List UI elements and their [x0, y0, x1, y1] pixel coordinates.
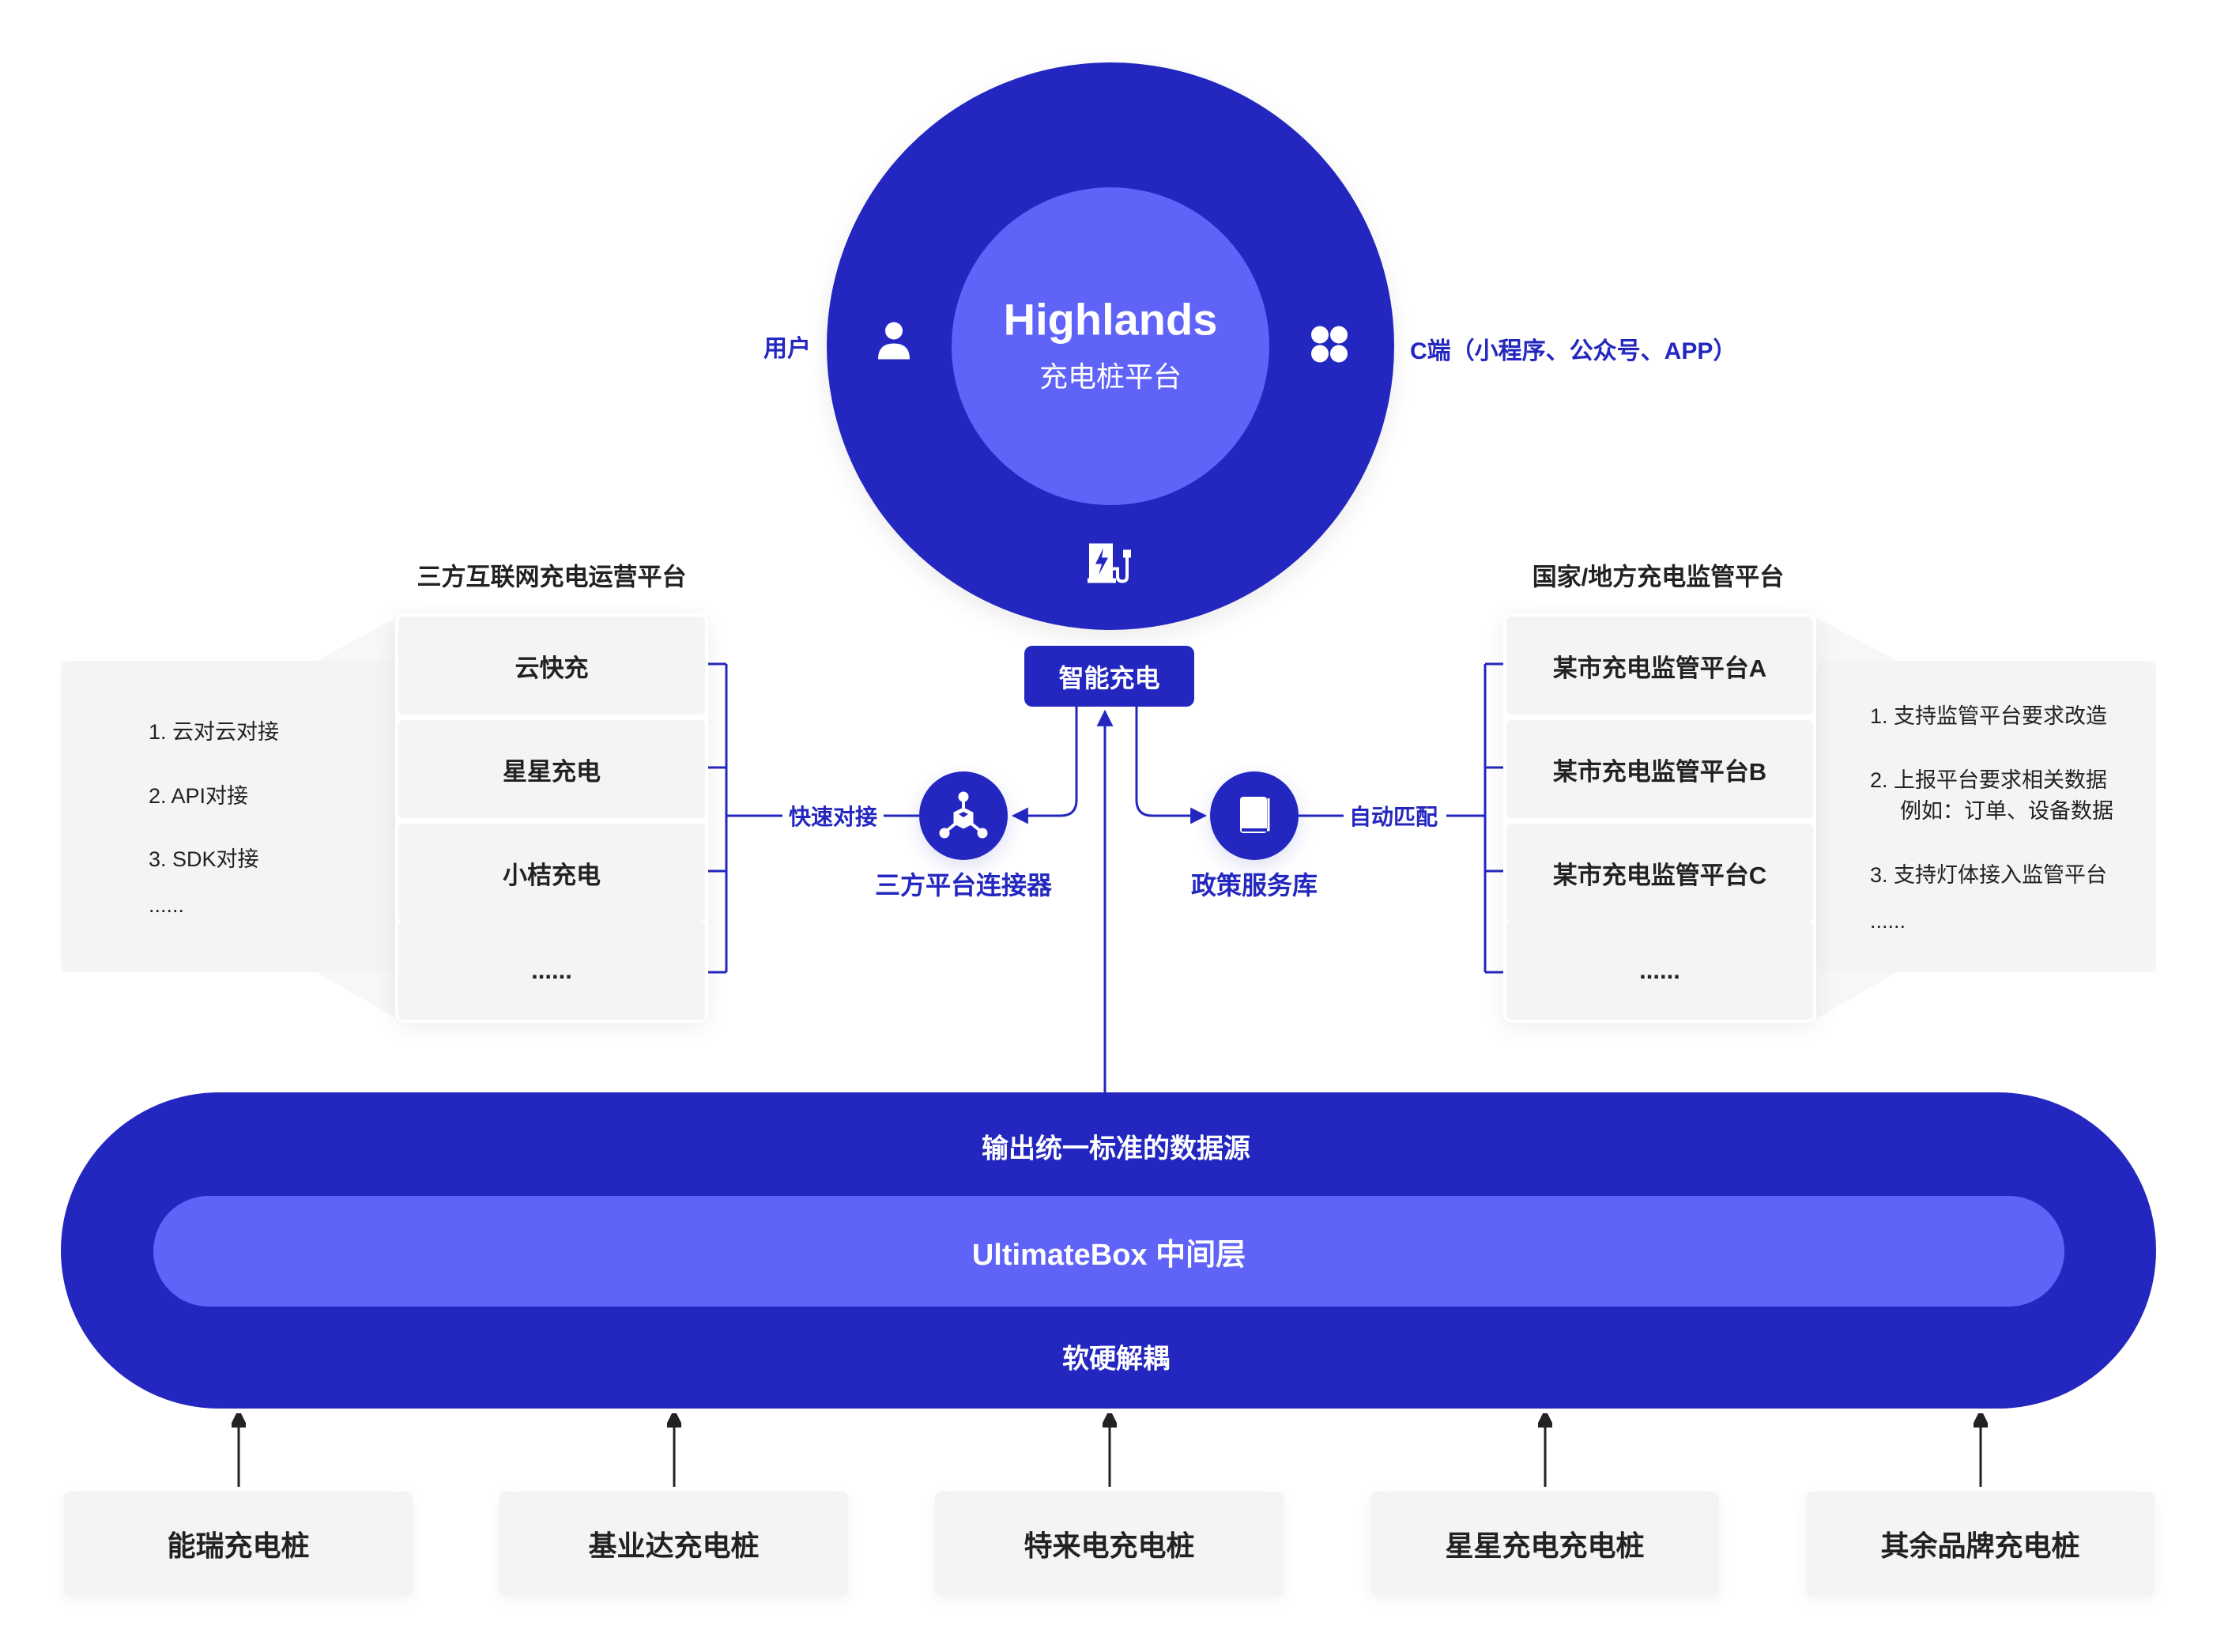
charger-brand: 星星充电充电桩	[1370, 1492, 1719, 1596]
third-party-connector-node[interactable]	[919, 771, 1008, 860]
right-bracket	[1135, 655, 1536, 981]
policy-library-node[interactable]	[1210, 771, 1299, 860]
left-bracket	[679, 655, 1078, 981]
left-note: ......	[149, 893, 185, 917]
connector-icon	[939, 791, 988, 839]
policy-library-label: 政策服务库	[1190, 871, 1318, 900]
regulator-item[interactable]: 某市充电监管平台A	[1506, 617, 1813, 715]
middleware-top-label: 输出统一标准的数据源	[982, 1133, 1250, 1164]
right-note: 1. 支持监管平台要求改造	[1870, 704, 2108, 728]
charging-station-icon	[1088, 541, 1132, 589]
charger-brand: 其余品牌充电桩	[1806, 1492, 2155, 1596]
platform-item[interactable]: 小桔充电	[398, 824, 705, 922]
ultimatebox-label: UltimateBox 中间层	[971, 1238, 1246, 1272]
right-platform-list: 某市充电监管平台A 某市充电监管平台B 某市充电监管平台C ......	[1503, 613, 1816, 1023]
right-note: 2. 上报平台要求相关数据	[1870, 768, 2108, 792]
user-label: 用户	[763, 336, 811, 362]
right-heading: 国家/地方充电监管平台	[1532, 563, 1785, 591]
apps-icon	[1310, 325, 1349, 368]
right-notes-panel	[1813, 661, 2156, 972]
left-platform-list: 云快充 星星充电 小桔充电 ......	[395, 613, 708, 1023]
left-note: 3. SDK对接	[149, 847, 259, 871]
book-icon	[1240, 797, 1270, 833]
charger-brand: 能瑞充电桩	[64, 1492, 413, 1596]
quick-connect-label: 快速对接	[788, 805, 878, 829]
right-note: 3. 支持灯体接入监管平台	[1870, 863, 2108, 887]
left-notes-panel	[61, 661, 401, 972]
smart-charging-label: 智能充电	[1058, 663, 1160, 692]
charger-brand: 特来电充电桩	[935, 1492, 1284, 1596]
smart-charging-box: 智能充电	[1024, 646, 1194, 707]
platform-item[interactable]: 星星充电	[398, 720, 705, 818]
core-subtitle: 充电桩平台	[1039, 360, 1182, 393]
auto-match-label: 自动匹配	[1348, 805, 1438, 829]
core-title: Highlands	[1003, 294, 1218, 345]
left-heading: 三方互联网充电运营平台	[417, 563, 687, 591]
charger-brand: 基业达充电桩	[500, 1492, 848, 1596]
right-note: ......	[1870, 909, 1906, 933]
platform-item[interactable]: 云快充	[398, 617, 705, 715]
regulator-item[interactable]: 某市充电监管平台C	[1506, 824, 1813, 922]
left-note: 2. API对接	[149, 784, 249, 808]
charger-arrows	[239, 1415, 1981, 1487]
regulator-item[interactable]: 某市充电监管平台B	[1506, 720, 1813, 818]
platform-item[interactable]: ......	[398, 922, 705, 1020]
left-note: 1. 云对云对接	[149, 720, 280, 744]
third-party-connector-label: 三方平台连接器	[874, 871, 1053, 900]
middleware-bottom-label: 软硬解耦	[1062, 1344, 1170, 1375]
core-inner-circle	[952, 187, 1269, 505]
user-icon	[877, 322, 911, 365]
client-label: C端（小程序、公众号、APP）	[1410, 338, 1737, 364]
regulator-item[interactable]: ......	[1506, 922, 1813, 1020]
ultimatebox-layer: UltimateBox 中间层	[153, 1196, 2064, 1307]
right-note: 例如：订单、设备数据	[1900, 799, 2113, 823]
